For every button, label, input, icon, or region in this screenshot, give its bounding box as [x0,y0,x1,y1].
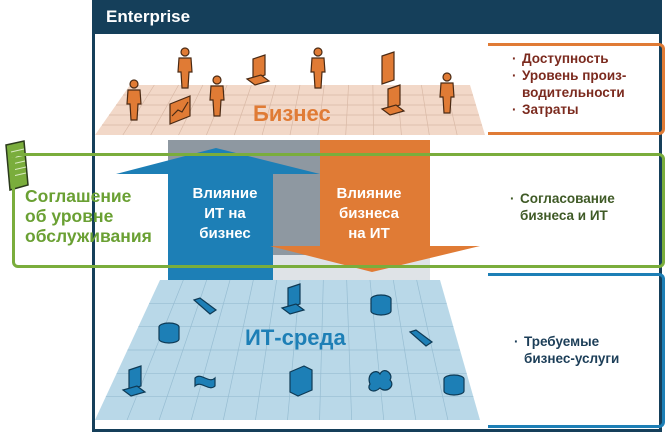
bullet-icon: · [512,102,517,117]
list-item: ·Затраты [512,102,579,117]
bullet-icon: · [512,68,517,83]
bullet-icon: · [510,191,515,206]
bullet-icon: · [512,51,517,66]
alignment-box [12,153,665,268]
it-services-box [488,273,665,428]
person-icon [310,47,326,89]
it-impact-label: Влияние ИТ на бизнес [192,185,258,242]
person-icon [439,72,455,114]
phone-icon [408,329,434,347]
business-impact-arrow [270,140,480,272]
computer-icon [280,283,306,315]
person-icon [177,47,193,89]
database-icon [443,374,465,396]
it-impact-arrow [116,148,320,280]
sla-label: Соглашение об уровне обслуживания [25,186,152,246]
phone-icon [192,297,218,315]
business-layer-label: Бизнес [253,101,331,126]
enterprise-header [92,0,662,34]
business-metrics-box [488,43,665,135]
enterprise-frame [92,0,662,432]
list-item: ·Доступность [512,51,609,66]
chart-icon [169,95,191,125]
database-icon [370,294,392,316]
list-item: ·Уровень произ-водительности [512,68,627,100]
server-icon [289,365,313,397]
database-icon [158,322,180,344]
person-icon [126,79,142,121]
it-layer-label: ИТ-среда [245,325,346,350]
computer-icon [380,84,406,116]
person-icon [209,75,225,117]
business-metrics-list: ·Доступность ·Уровень произ-водительности… [512,50,626,118]
enterprise-title: Enterprise [106,7,191,26]
bullet-icon: · [514,334,519,349]
computer-icon [245,54,271,86]
document-icon [381,51,395,85]
business-impact-label: Влияние бизнеса на ИТ [336,185,402,242]
cloud-icon [368,370,393,392]
computer-icon [121,365,147,397]
cable-icon [194,375,216,389]
